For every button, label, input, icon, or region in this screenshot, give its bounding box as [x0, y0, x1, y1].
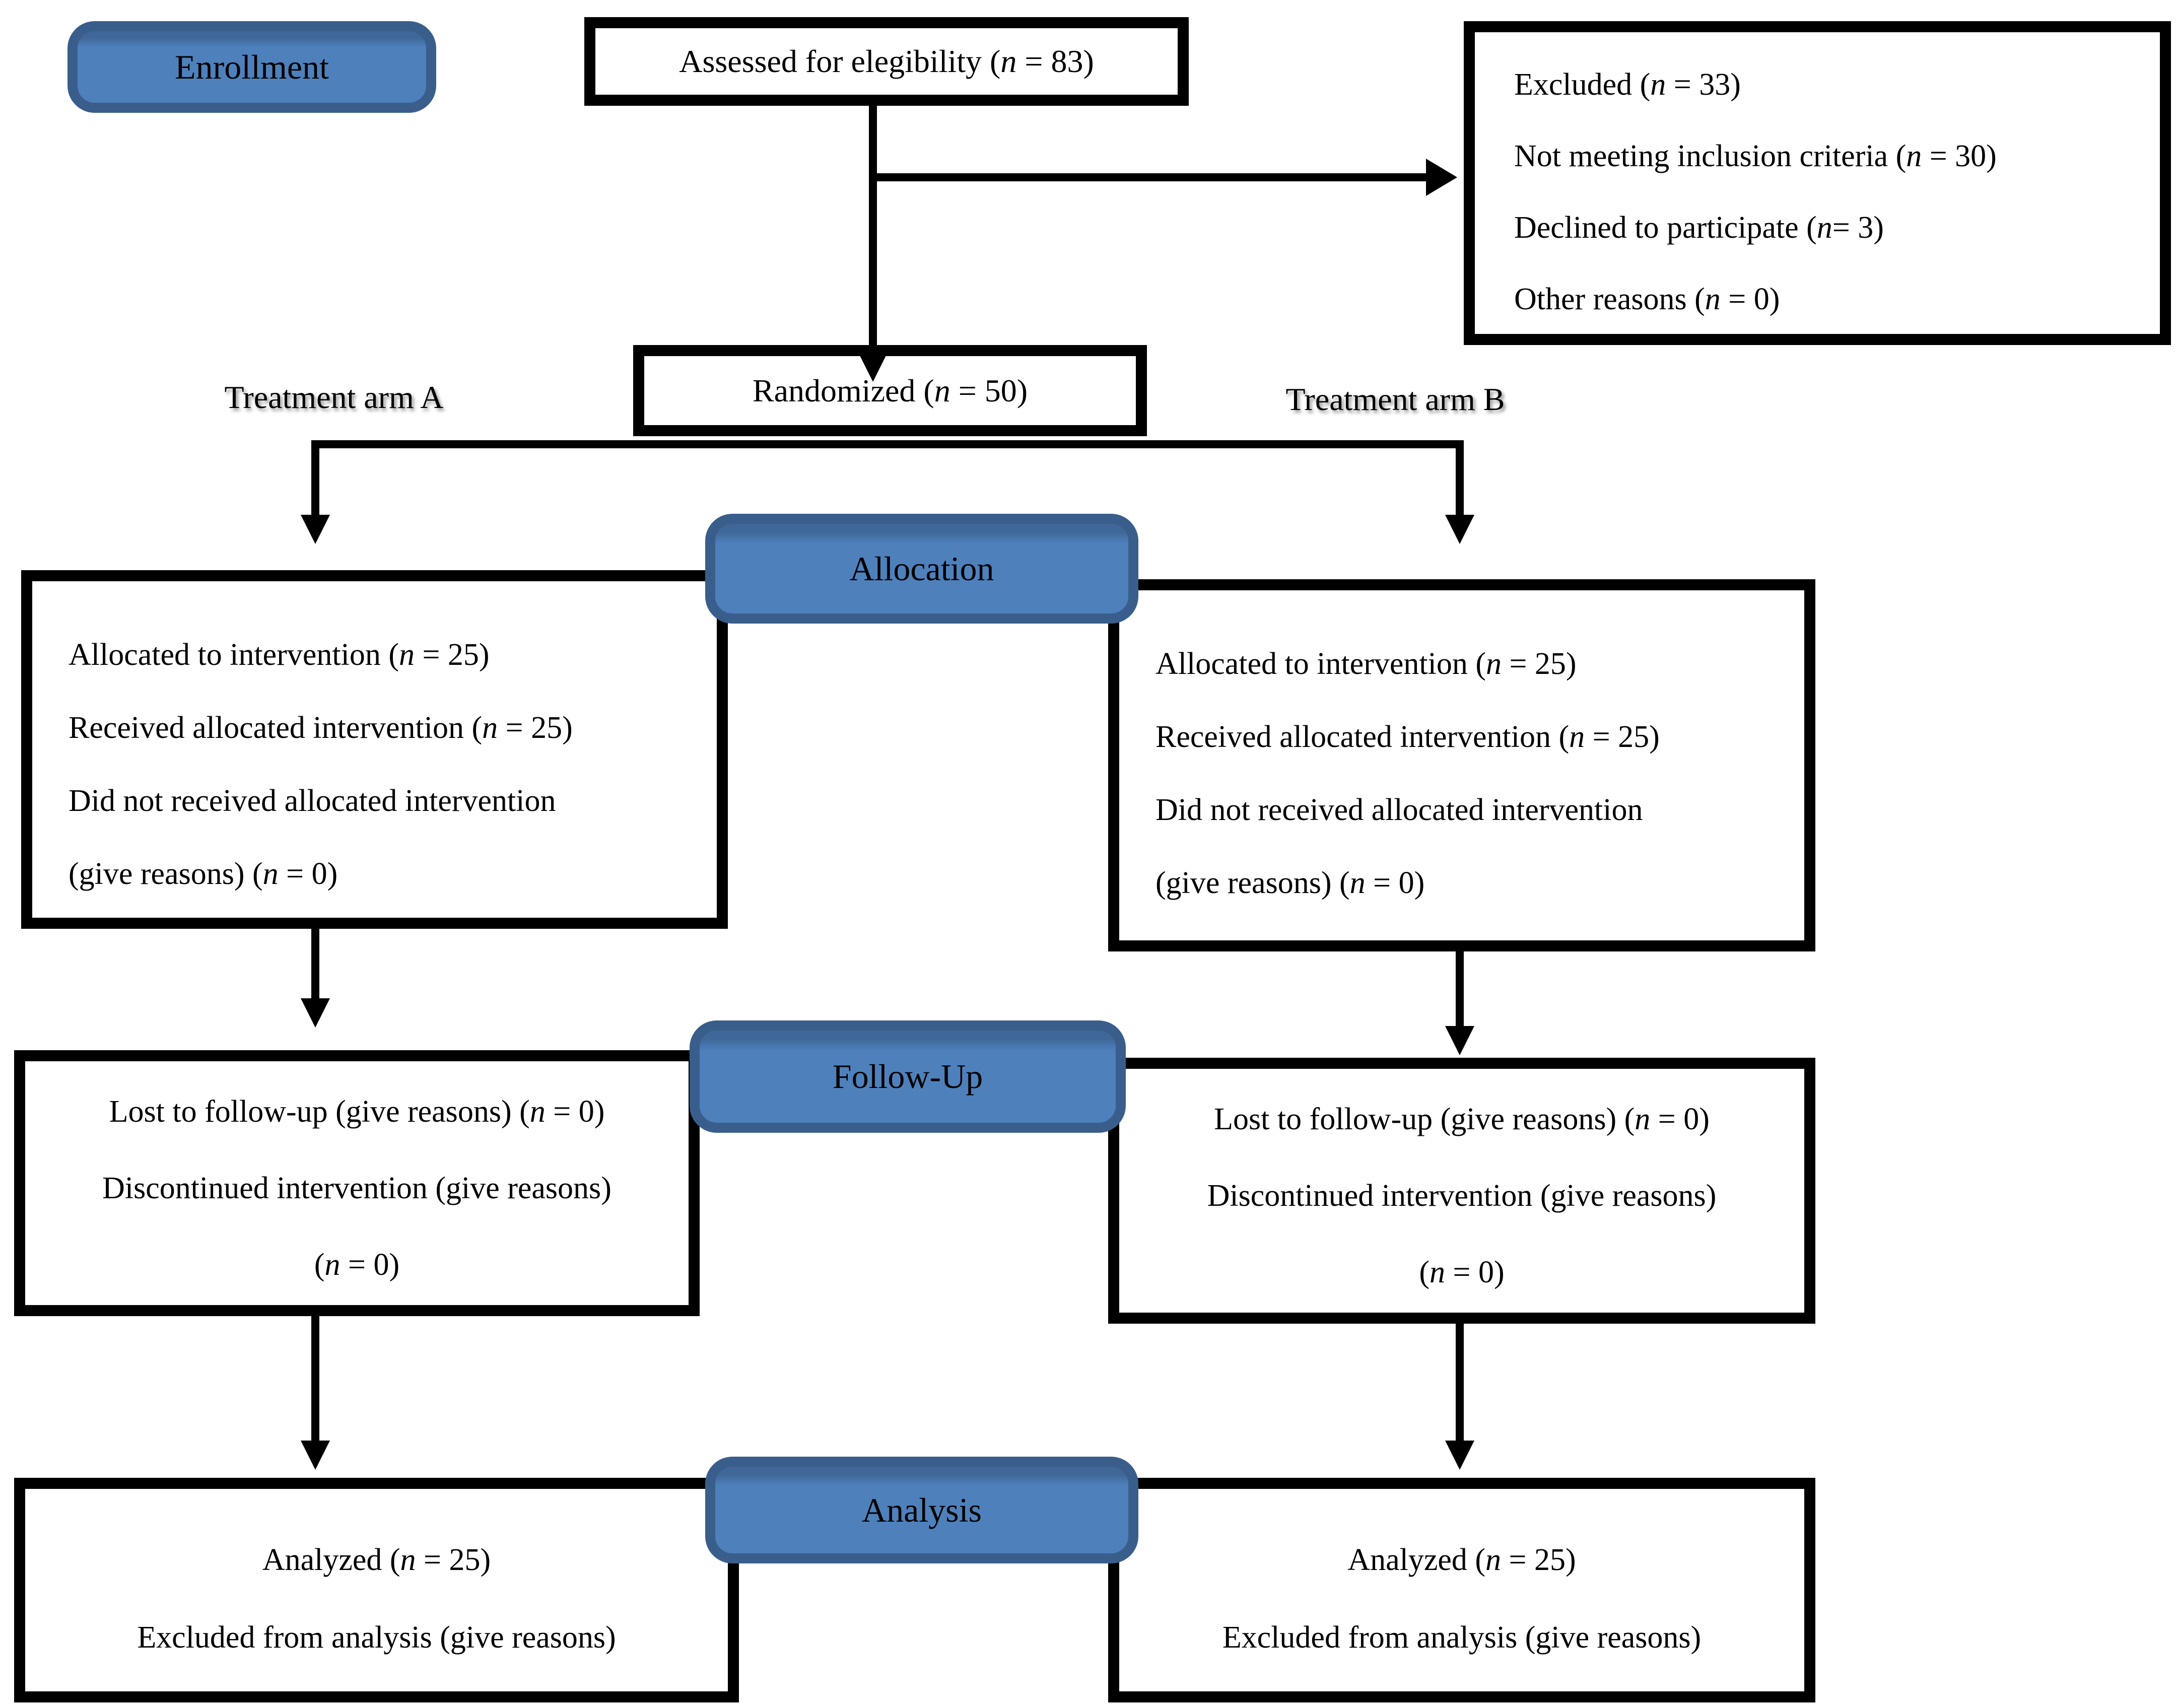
followup-arm-b-line: Discontinued intervention (give reasons) — [1207, 1179, 1717, 1213]
allocation-arm-b-line: Allocated to intervention (n = 25) — [1155, 647, 1577, 681]
analysis-arm-a-line: Excluded from analysis (give reasons) — [137, 1620, 616, 1655]
arrow-alloc-a-to-followup-shaft — [311, 928, 319, 999]
arrow-branch-to-arm-a-head — [301, 515, 330, 544]
excluded-line: Other reasons (n = 0) — [1514, 282, 1780, 316]
allocation-arm-b-box: Allocated to intervention (n = 25) Recei… — [1108, 579, 1815, 951]
arrow-branch-to-arm-b-shaft — [1456, 440, 1464, 516]
arrow-to-excluded-shaft — [873, 173, 1427, 181]
allocation-arm-b-line: Received allocated intervention (n = 25) — [1155, 720, 1660, 754]
allocation-arm-b-line: Did not received allocated intervention — [1155, 793, 1643, 827]
arrow-followup-b-to-analysis-head — [1445, 1441, 1474, 1470]
enrollment-banner: Enrollment — [67, 21, 436, 113]
allocation-banner-label: Allocation — [849, 549, 994, 588]
treatment-arm-a-label: Treatment arm A — [224, 379, 444, 415]
allocation-banner: Allocation — [705, 514, 1138, 624]
arrow-assessed-to-randomized-head — [858, 353, 888, 382]
followup-arm-a-line: (n = 0) — [314, 1248, 400, 1282]
assessed-eligibility-text: Assessed for elegibility (n = 83) — [679, 43, 1094, 79]
followup-arm-a-line: Discontinued intervention (give reasons) — [102, 1171, 611, 1205]
treatment-arm-b-label: Treatment arm B — [1285, 381, 1505, 417]
allocation-arm-a-line: Allocated to intervention (n = 25) — [69, 638, 490, 672]
randomized-text: Randomized (n = 50) — [752, 372, 1028, 408]
arrow-branch-to-arm-b-head — [1445, 515, 1474, 544]
excluded-line: Excluded (n = 33) — [1514, 67, 1741, 102]
followup-arm-b-line: Lost to follow-up (give reasons) (n = 0) — [1214, 1102, 1710, 1136]
followup-banner-label: Follow-Up — [832, 1057, 983, 1096]
analysis-arm-b-line: Analyzed (n = 25) — [1347, 1543, 1576, 1577]
analysis-arm-b-box: Analyzed (n = 25) Excluded from analysis… — [1108, 1478, 1815, 1702]
arrow-alloc-b-to-followup-head — [1445, 1026, 1474, 1055]
arrow-alloc-a-to-followup-head — [301, 998, 330, 1028]
followup-arm-b-line: (n = 0) — [1419, 1255, 1505, 1289]
excluded-line: Not meeting inclusion criteria (n = 30) — [1514, 139, 1997, 173]
assessed-eligibility-box: Assessed for elegibility (n = 83) — [584, 17, 1189, 106]
followup-arm-a-box: Lost to follow-up (give reasons) (n = 0)… — [14, 1050, 700, 1316]
followup-banner: Follow-Up — [690, 1020, 1126, 1133]
followup-arm-b-box: Lost to follow-up (give reasons) (n = 0)… — [1108, 1058, 1815, 1324]
excluded-line: Declined to participate (n= 3) — [1514, 211, 1884, 245]
analysis-arm-a-box: Analyzed (n = 25) Excluded from analysis… — [14, 1478, 739, 1702]
branch-line — [311, 440, 1464, 448]
randomized-box: Randomized (n = 50) — [633, 345, 1147, 436]
arrow-followup-a-to-analysis-head — [301, 1441, 330, 1470]
allocation-arm-a-line: (give reasons) (n = 0) — [69, 857, 338, 891]
arrow-assessed-to-randomized-shaft — [869, 106, 877, 354]
allocation-arm-a-box: Allocated to intervention (n = 25) Recei… — [21, 570, 728, 929]
arrow-to-excluded-head — [1426, 159, 1457, 196]
enrollment-banner-label: Enrollment — [175, 47, 329, 86]
analysis-arm-a-line: Analyzed (n = 25) — [262, 1543, 491, 1577]
arrow-branch-to-arm-a-shaft — [311, 440, 319, 516]
arrow-alloc-b-to-followup-shaft — [1456, 950, 1464, 1027]
arrow-followup-b-to-analysis-shaft — [1456, 1324, 1464, 1442]
analysis-banner: Analysis — [705, 1457, 1138, 1563]
allocation-arm-a-line: Received allocated intervention (n = 25) — [69, 711, 573, 745]
allocation-arm-a-line: Did not received allocated intervention — [69, 784, 556, 818]
analysis-arm-b-line: Excluded from analysis (give reasons) — [1222, 1620, 1702, 1655]
allocation-arm-b-line: (give reasons) (n = 0) — [1155, 866, 1425, 900]
arrow-followup-a-to-analysis-shaft — [311, 1316, 319, 1442]
followup-arm-a-line: Lost to follow-up (give reasons) (n = 0) — [109, 1095, 605, 1129]
analysis-banner-label: Analysis — [862, 1490, 982, 1529]
excluded-box: Excluded (n = 33) Not meeting inclusion … — [1464, 21, 2171, 345]
